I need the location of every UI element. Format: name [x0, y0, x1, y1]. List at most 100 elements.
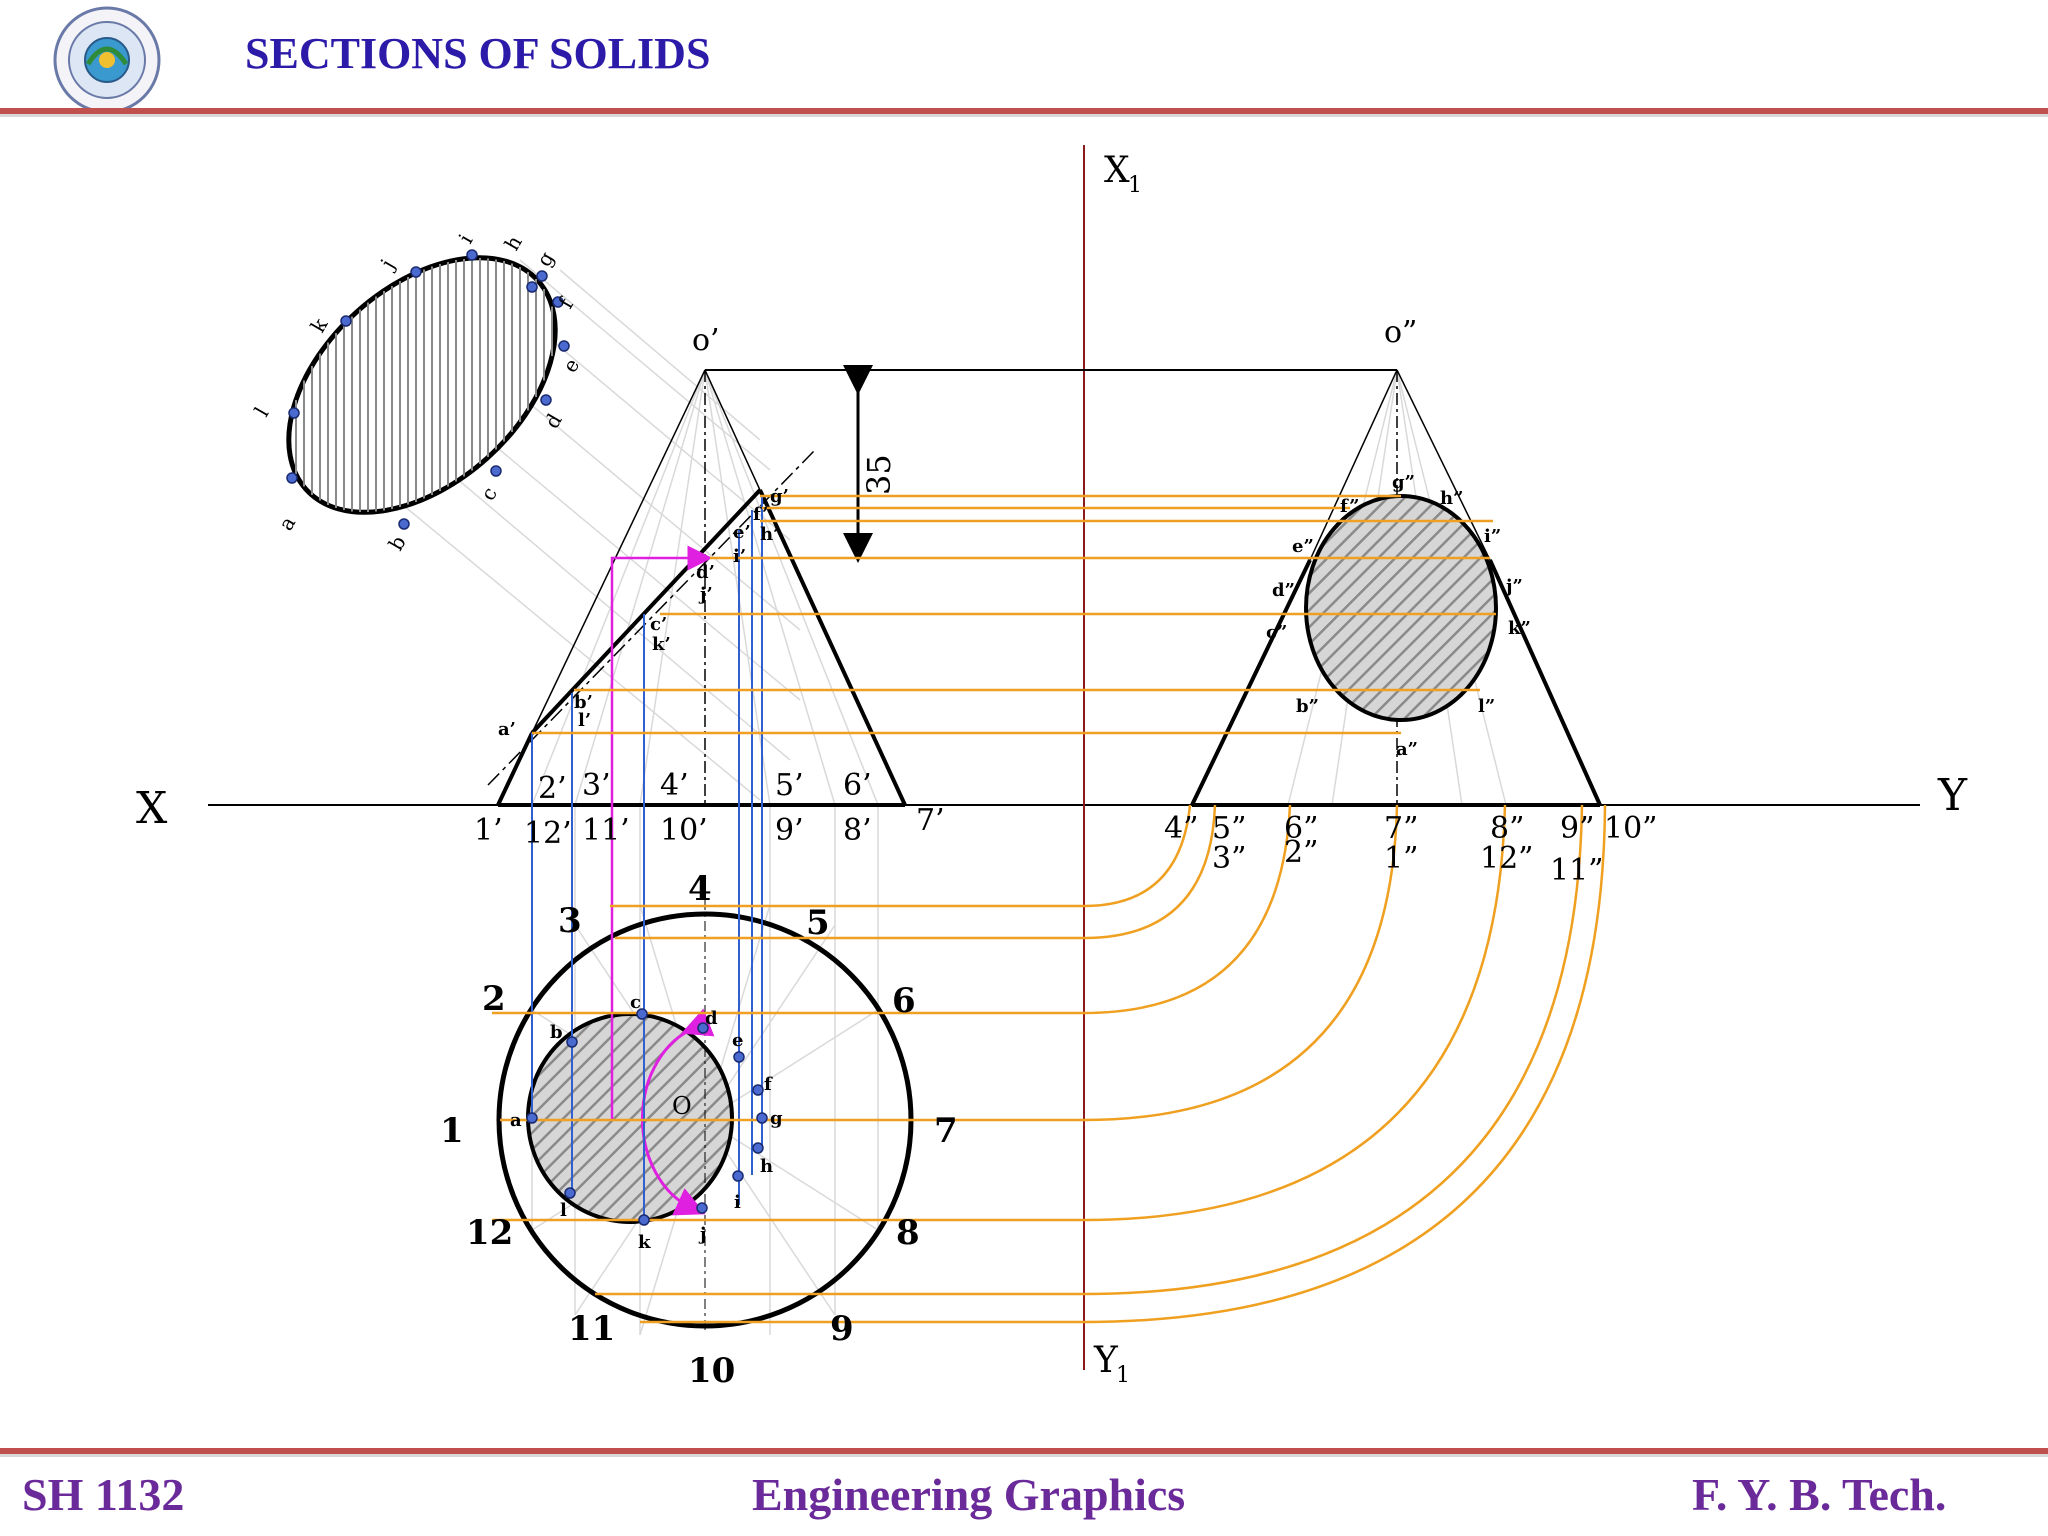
y1-label: Y — [1093, 1340, 1119, 1381]
svg-text:l”: l” — [1478, 696, 1495, 717]
svg-text:12: 12 — [466, 1213, 513, 1253]
svg-text:12”: 12” — [1480, 841, 1534, 876]
svg-text:10’: 10’ — [660, 813, 708, 848]
svg-text:11”: 11” — [1550, 853, 1604, 888]
svg-text:8’: 8’ — [843, 813, 872, 848]
svg-text:a’: a’ — [498, 719, 516, 740]
svg-text:f: f — [764, 1074, 773, 1095]
svg-text:i’: i’ — [733, 546, 746, 567]
svg-text:8”: 8” — [1490, 811, 1524, 846]
svg-text:a: a — [510, 1110, 522, 1131]
svg-text:g: g — [770, 1108, 783, 1129]
top-section-labels: a b c d e f g h i j k l — [510, 992, 783, 1253]
program-name: F. Y. B. Tech. — [1692, 1469, 1947, 1520]
course-code: SH 1132 — [22, 1469, 185, 1520]
svg-text:f’: f’ — [753, 504, 768, 525]
svg-text:6”: 6” — [1284, 811, 1318, 846]
svg-text:j’: j’ — [698, 584, 713, 605]
svg-text:c’: c’ — [650, 614, 667, 635]
svg-text:b: b — [550, 1022, 563, 1043]
svg-text:1’: 1’ — [474, 813, 503, 848]
svg-text:k: k — [306, 313, 333, 336]
institute-logo — [53, 6, 161, 114]
svg-text:f”: f” — [1340, 496, 1359, 517]
top-view-numbers: 1 2 3 4 5 6 7 8 9 10 11 12 — [440, 869, 958, 1391]
svg-text:2’: 2’ — [538, 771, 567, 806]
side-view — [1190, 369, 1602, 807]
svg-text:b: b — [384, 531, 411, 554]
svg-text:b”: b” — [1296, 696, 1319, 717]
svg-text:e’: e’ — [733, 522, 751, 543]
svg-text:d”: d” — [1272, 580, 1295, 601]
svg-text:8: 8 — [896, 1213, 920, 1253]
svg-text:d’: d’ — [696, 562, 715, 583]
y1-subscript: 1 — [1116, 1363, 1130, 1388]
svg-text:9’: 9’ — [775, 813, 804, 848]
page-title: SECTIONS OF SOLIDS — [245, 29, 711, 78]
svg-text:4’: 4’ — [660, 768, 689, 803]
svg-text:5”: 5” — [1212, 811, 1246, 846]
svg-text:h’: h’ — [760, 524, 779, 545]
rotation-arc — [640, 1008, 715, 1216]
side-section-labels: a” b” c” d” e” f” g” h” i” j” k” l” — [1266, 472, 1531, 760]
svg-text:9”: 9” — [1560, 811, 1594, 846]
svg-text:l: l — [250, 403, 274, 421]
svg-text:j”: j” — [1504, 576, 1523, 597]
front-view — [487, 369, 907, 807]
svg-text:d: d — [540, 409, 567, 432]
svg-text:l’: l’ — [578, 710, 591, 731]
svg-text:2: 2 — [482, 979, 506, 1019]
svg-text:c”: c” — [1266, 622, 1287, 643]
svg-text:f: f — [554, 293, 579, 313]
svg-text:1: 1 — [440, 1111, 464, 1151]
front-section-labels: a’ b’ l’ c’ k’ d’ j’ e’ i’ f’ h’ g’ — [498, 486, 789, 740]
svg-text:d: d — [705, 1008, 718, 1029]
svg-text:4”: 4” — [1164, 811, 1198, 846]
footer-divider — [0, 1448, 2048, 1454]
svg-text:i: i — [454, 230, 478, 248]
dimension-35: 35 — [843, 365, 898, 563]
svg-text:e: e — [732, 1030, 743, 1051]
header-divider — [0, 108, 2048, 114]
svg-text:6: 6 — [892, 981, 916, 1021]
svg-text:g”: g” — [1392, 472, 1415, 493]
svg-text:j: j — [698, 1224, 707, 1245]
side-section-ellipse — [1304, 494, 1498, 722]
footer-divider-shadow — [0, 1454, 2048, 1457]
svg-text:k”: k” — [1508, 618, 1531, 639]
svg-text:l: l — [560, 1200, 567, 1221]
magenta-projector — [610, 545, 713, 1120]
cutting-plane — [487, 449, 816, 786]
svg-text:h: h — [500, 231, 527, 254]
top-view — [496, 900, 914, 1330]
svg-text:3: 3 — [558, 901, 582, 941]
svg-text:b’: b’ — [574, 692, 593, 713]
svg-text:11’: 11’ — [582, 813, 630, 848]
dimension-text: 35 — [860, 454, 898, 495]
svg-text:11: 11 — [568, 1309, 615, 1349]
svg-text:h”: h” — [1440, 488, 1463, 509]
orange-projectors — [492, 494, 1607, 1324]
top-center-label: O — [672, 1092, 692, 1120]
svg-text:1”: 1” — [1384, 841, 1418, 876]
svg-text:12’: 12’ — [524, 816, 572, 851]
svg-text:10: 10 — [688, 1351, 735, 1391]
svg-text:i: i — [734, 1192, 741, 1213]
svg-text:3”: 3” — [1212, 841, 1246, 876]
svg-text:7’: 7’ — [916, 803, 945, 838]
svg-text:5: 5 — [806, 903, 830, 943]
side-view-labels: o” 4” 5” 6” 7” 8” 9” 10” 3” 2” 1” 12” 11… — [1164, 315, 1658, 888]
svg-text:10”: 10” — [1604, 811, 1658, 846]
true-shape-hatching — [295, 258, 553, 512]
svg-text:4: 4 — [688, 869, 712, 909]
course-name: Engineering Graphics — [752, 1469, 1186, 1520]
svg-text:6’: 6’ — [843, 768, 872, 803]
top-section-ellipse — [526, 1012, 734, 1224]
svg-text:c: c — [630, 992, 641, 1013]
svg-text:k: k — [638, 1232, 651, 1253]
svg-text:a”: a” — [1396, 739, 1418, 760]
svg-text:5’: 5’ — [775, 768, 804, 803]
x1-subscript: 1 — [1128, 173, 1142, 198]
svg-text:h: h — [760, 1156, 773, 1177]
